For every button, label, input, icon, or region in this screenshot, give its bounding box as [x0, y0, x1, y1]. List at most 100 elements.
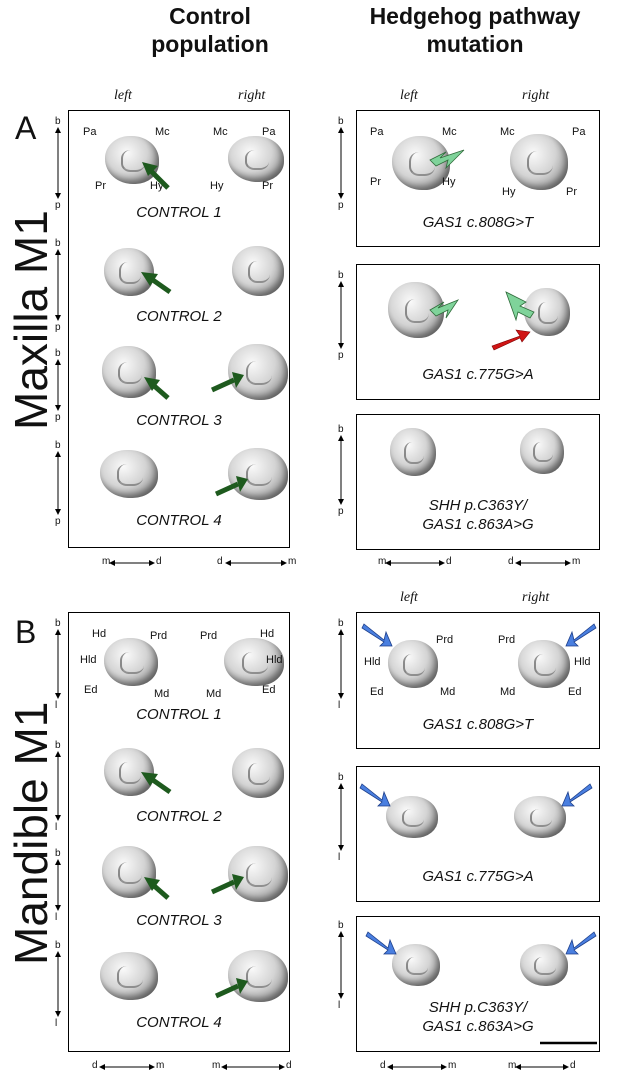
section-a-mutation-left-label: left	[400, 88, 418, 103]
section-b-letter: B	[15, 614, 37, 650]
cusp-label: Pr	[262, 180, 273, 192]
tooth-image	[520, 428, 564, 474]
control-population-header: Control population	[151, 3, 269, 57]
tooth-image	[510, 134, 568, 190]
section-a-mutation-right-label: right	[522, 88, 550, 103]
axis-label: l	[55, 700, 58, 711]
light-green-arrow-icon	[505, 291, 535, 322]
cusp-label: Ed	[370, 686, 384, 698]
axis-label: m	[288, 556, 297, 567]
tooth-image	[104, 638, 158, 686]
cusp-label: Ed	[84, 684, 98, 696]
mandible-mutation-3-caption: SHH p.C363Y/ GAS1 c.863A>G	[422, 999, 534, 1035]
mandible-control-2-caption: CONTROL 2	[136, 808, 222, 825]
tooth-image	[386, 796, 438, 838]
tooth-image	[102, 346, 156, 398]
axis-label: b	[338, 116, 344, 127]
light-green-arrow-icon	[429, 299, 460, 319]
axis-label: b	[55, 238, 61, 249]
axis-label: p	[55, 516, 61, 527]
light-green-arrow-icon	[429, 149, 465, 170]
axis-label: b	[338, 270, 344, 281]
axis-label: m	[508, 1060, 517, 1071]
cusp-label: Ed	[262, 684, 276, 696]
tooth-image	[232, 748, 284, 798]
mandible-mutation-2-caption: GAS1 c.775G>A	[422, 868, 534, 885]
section-a-letter: A	[15, 110, 37, 146]
axis-label: d	[446, 556, 452, 567]
blue-arrow-icon	[359, 783, 391, 807]
cusp-label: Mc	[213, 126, 228, 138]
green-arrow-icon	[210, 377, 236, 393]
cusp-label: Hy	[502, 186, 516, 198]
axis-label: d	[508, 556, 514, 567]
tooth-image	[520, 944, 568, 986]
section-a-control-left-label: left	[114, 88, 132, 103]
cusp-label: Mc	[442, 126, 457, 138]
axis-label: p	[55, 412, 61, 423]
cusp-label: Hy	[442, 176, 456, 188]
maxilla-control-1-caption: CONTROL 1	[136, 204, 222, 221]
maxilla-control-3-caption: CONTROL 3	[136, 412, 222, 429]
axis-label: b	[338, 920, 344, 931]
cusp-label: Pa	[262, 126, 276, 138]
axis-label: m	[378, 556, 387, 567]
cusp-label: Prd	[498, 634, 516, 646]
cusp-label: Prd	[200, 630, 218, 642]
axis-label: d	[380, 1060, 386, 1071]
axis-label: b	[55, 440, 61, 451]
axis-label: b	[55, 618, 61, 629]
blue-arrow-icon	[365, 931, 397, 955]
tooth-image	[105, 136, 159, 184]
axis-label: p	[338, 506, 344, 517]
axis-label: m	[156, 1060, 165, 1071]
cusp-label: Pr	[566, 186, 577, 198]
axis-label: b	[338, 618, 344, 629]
axis-label: d	[217, 556, 223, 567]
red-arrow-icon	[491, 329, 531, 351]
cusp-label: Mc	[155, 126, 170, 138]
axis-label: m	[102, 556, 111, 567]
green-arrow-icon	[210, 879, 236, 895]
axis-label: b	[55, 348, 61, 359]
green-arrow-icon	[141, 772, 158, 786]
cusp-label: Hld	[574, 656, 591, 668]
tooth-image	[104, 248, 154, 296]
tooth-image	[514, 796, 566, 838]
tooth-image	[104, 748, 154, 796]
axis-label: l	[55, 822, 58, 833]
maxilla-mutation-2-caption: GAS1 c.775G>A	[422, 366, 534, 383]
green-arrow-icon	[214, 481, 240, 497]
axis-label: b	[55, 116, 61, 127]
cusp-label: Prd	[150, 630, 168, 642]
green-arrow-icon	[144, 877, 160, 891]
cusp-label: Md	[154, 688, 170, 700]
tooth-image	[100, 952, 158, 1000]
cusp-label: Hld	[364, 656, 381, 668]
cusp-label: Md	[500, 686, 516, 698]
mandible-control-4-caption: CONTROL 4	[136, 1014, 222, 1031]
blue-arrow-icon	[561, 783, 593, 807]
cusp-label: Ed	[568, 686, 582, 698]
mandible-control-3-caption: CONTROL 3	[136, 912, 222, 929]
mandible-mutation-1-caption: GAS1 c.808G>T	[422, 716, 534, 733]
green-arrow-icon	[141, 272, 158, 286]
axis-label: m	[212, 1060, 221, 1071]
tooth-image	[232, 246, 284, 296]
mandible-control-1-caption: CONTROL 1	[136, 706, 222, 723]
cusp-label: Pa	[370, 126, 384, 138]
cusp-label: Hd	[260, 628, 275, 640]
axis-label: p	[338, 200, 344, 211]
axis-label: b	[55, 740, 61, 751]
axis-label: b	[338, 424, 344, 435]
cusp-label: Pa	[572, 126, 586, 138]
green-arrow-icon	[232, 874, 244, 890]
axis-label: l	[55, 912, 58, 923]
section-a-control-right-label: right	[238, 88, 266, 103]
cusp-label: Hd	[92, 628, 107, 640]
maxilla-control-2-caption: CONTROL 2	[136, 308, 222, 325]
axis-label: d	[286, 1060, 292, 1071]
axis-label: b	[55, 848, 61, 859]
tooth-image	[224, 638, 284, 686]
